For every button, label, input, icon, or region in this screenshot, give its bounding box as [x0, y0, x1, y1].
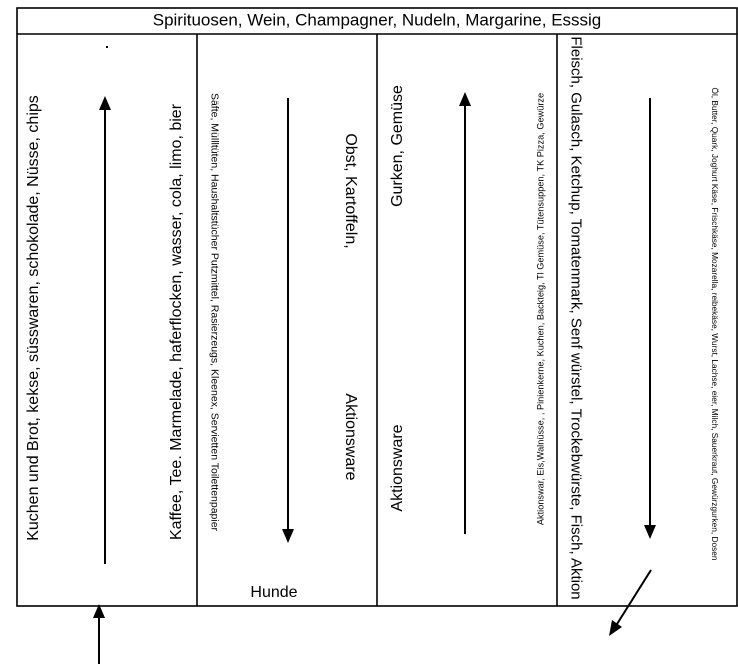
aisle-2-right-shelf-label-bottom: Aktionsware — [342, 393, 359, 481]
aisle-3-arrow-up-icon — [459, 92, 471, 534]
aisle-2-bottom-label: Hunde — [250, 584, 298, 601]
aisle-1-right-shelf-label: Kaffee, Tee. Marmelade, haferflocken, wa… — [168, 103, 185, 541]
aisle-2-arrow-down-icon — [282, 98, 294, 543]
exit-arrow-down-left-icon — [609, 569, 652, 636]
aisle-1-arrow-up-icon — [99, 96, 111, 564]
aisle-3-left-shelf-label-bottom: Aktionsware — [389, 424, 406, 512]
stray-dot — [106, 46, 108, 48]
entrance-arrow-up-icon — [93, 604, 105, 664]
aisle-4-right-shelf-label: Öl, Butter, Quark, Joghurt Käse, Frischk… — [710, 87, 721, 561]
aisle-2-left-shelf-label: Säfte, Müllltüten, Haushaltstücher Putzm… — [208, 92, 221, 532]
aisle-1-left-shelf-label: Kuchen und Brot, kekse, süsswaren, schok… — [25, 95, 42, 541]
top-shelf-label: Spirituosen, Wein, Champagner, Nudeln, M… — [152, 10, 602, 30]
aisle-4-arrow-down-icon — [644, 98, 656, 539]
aisle-3-right-shelf-label: Aktionswar, Eis,Walnüsse, , Pinienkerne,… — [535, 92, 546, 526]
aisle-4-left-shelf-label: Fleisch, Gulasch, Ketchup, Tomatenmark, … — [567, 36, 585, 600]
aisle-2-right-shelf-label-top: Obst, Kartoffeln, — [342, 133, 359, 249]
aisle-3-left-shelf-label-top: Gurken, Gemüse — [389, 85, 406, 207]
